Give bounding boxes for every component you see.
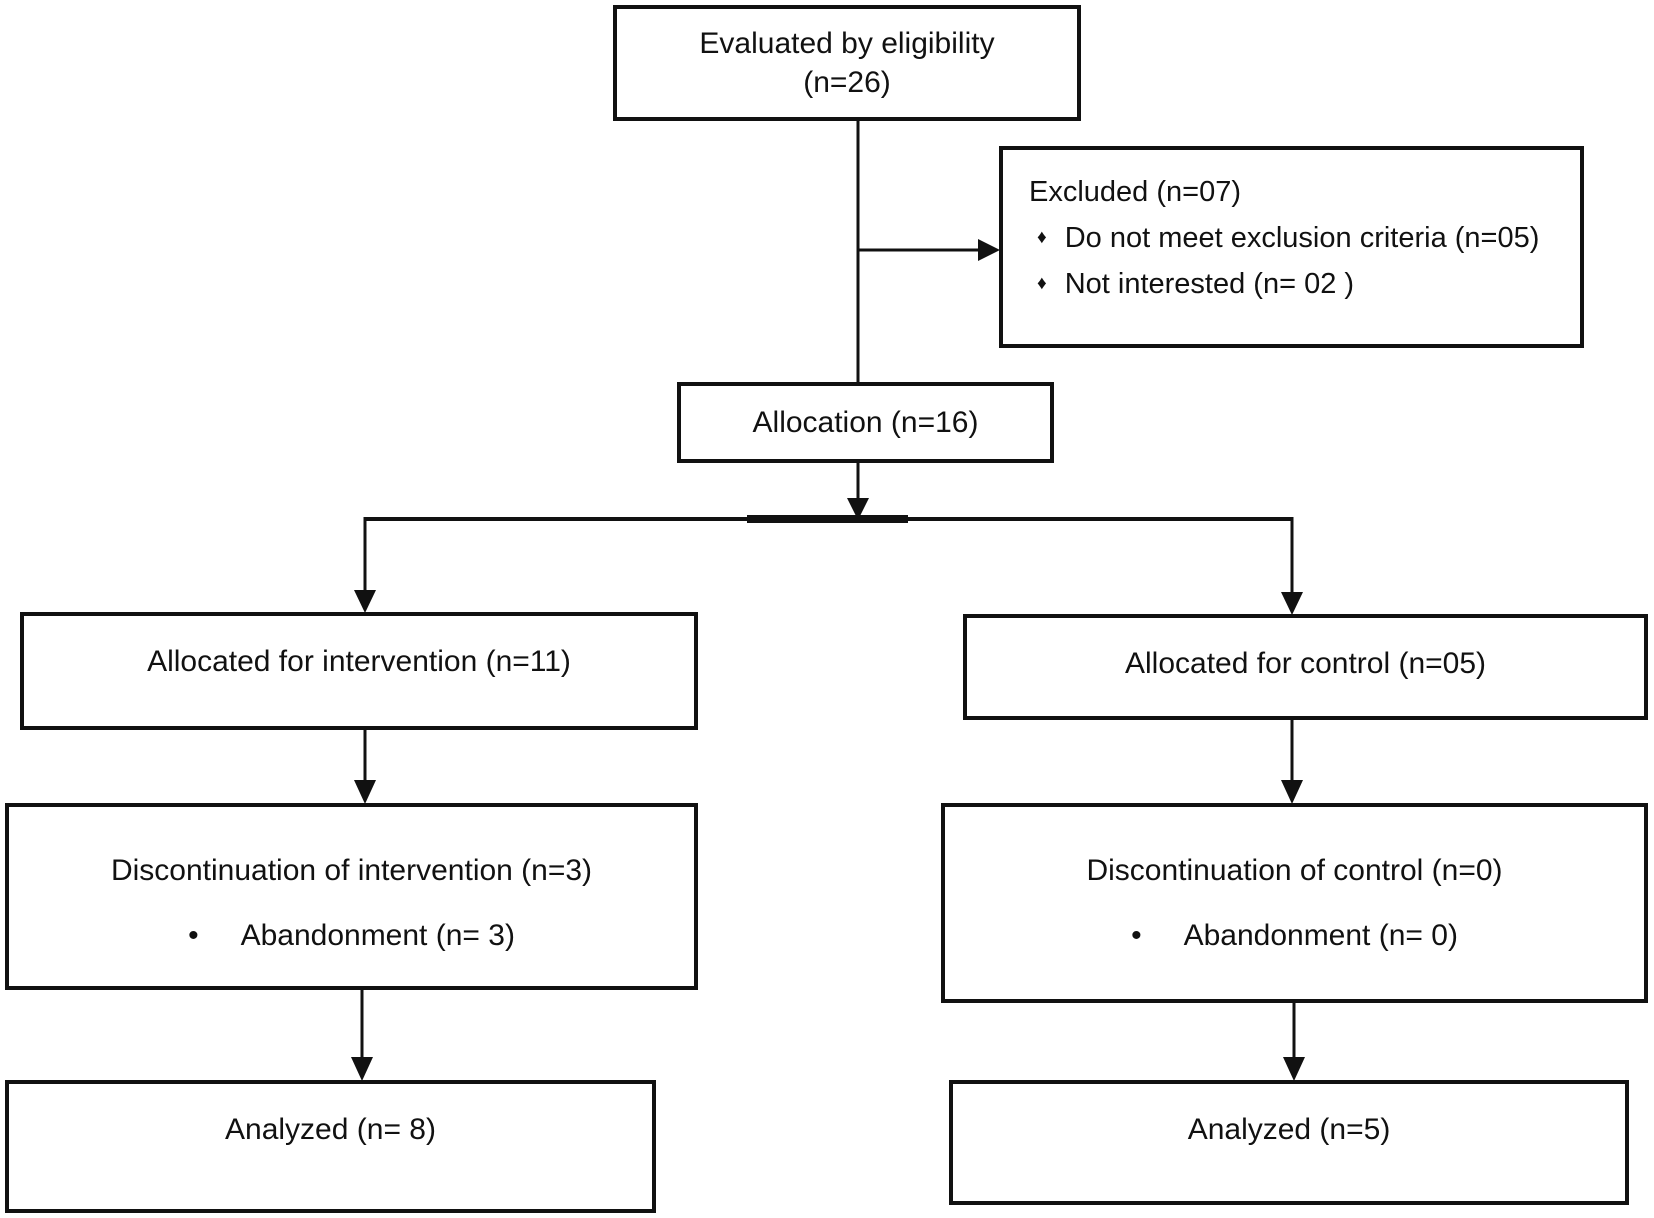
box-analyzed-intervention: Analyzed (n= 8) [5, 1080, 656, 1213]
connector-to-excluded-arrow [858, 239, 1000, 261]
excluded-bullet-1-text: Do not meet exclusion criteria (n=05) [1064, 222, 1540, 254]
box-allocated-control: Allocated for control (n=05) [963, 614, 1648, 720]
excluded-title: Excluded (n=07) [1029, 176, 1241, 208]
allocated-intervention-label: Allocated for intervention (n=11) [147, 645, 571, 678]
diamond-bullet-icon: ♦ [1037, 273, 1047, 294]
allocated-control-label: Allocated for control (n=05) [1124, 647, 1487, 680]
discontinuation-control-bullet-text: Abandonment (n= 0) [1183, 919, 1458, 952]
analyzed-control-label: Analyzed (n=5) [1187, 1113, 1391, 1146]
discontinuation-intervention-title: Discontinuation of intervention (n=3) [110, 854, 593, 887]
connector-alloc-to-disc-control [1281, 720, 1303, 804]
round-bullet-icon: • [188, 919, 199, 952]
excluded-bullet-2-text: Not interested (n= 02 ) [1064, 268, 1355, 300]
box-allocation: Allocation (n=16) [677, 382, 1054, 463]
connector-split-to-alloc-control [1281, 517, 1303, 615]
connector-disc-to-analyzed-control [1283, 1003, 1305, 1081]
diamond-bullet-icon: ♦ [1037, 227, 1047, 248]
connector-split-to-alloc-intervention [354, 517, 376, 613]
round-bullet-icon: • [1131, 919, 1142, 952]
box-discontinuation-control: Discontinuation of control (n=0) • Aband… [941, 803, 1648, 1003]
analyzed-intervention-label: Analyzed (n= 8) [225, 1113, 436, 1146]
connector-alloc-to-disc-intervention [354, 730, 376, 804]
discontinuation-control-title: Discontinuation of control (n=0) [1086, 854, 1503, 887]
box-allocated-intervention: Allocated for intervention (n=11) [20, 612, 698, 730]
box-eligibility: Evaluated by eligibility (n=26) [613, 5, 1081, 121]
box-excluded: Excluded (n=07) ♦ Do not meet exclusion … [999, 146, 1584, 348]
discontinuation-intervention-bullet-text: Abandonment (n= 3) [240, 919, 515, 952]
box-analyzed-control: Analyzed (n=5) [949, 1080, 1629, 1205]
eligibility-line1: Evaluated by eligibility [699, 27, 995, 60]
connector-disc-to-analyzed-intervention [351, 990, 373, 1081]
allocation-label: Allocation (n=16) [752, 406, 979, 439]
connector-allocation-to-split-arrow [847, 463, 869, 520]
excluded-bullet-1: ♦ Do not meet exclusion criteria (n=05) [1029, 218, 1572, 258]
eligibility-count: (n=26) [803, 66, 891, 99]
discontinuation-control-bullet: • Abandonment (n= 0) [945, 916, 1644, 955]
box-discontinuation-intervention: Discontinuation of intervention (n=3) • … [5, 803, 698, 990]
discontinuation-intervention-bullet: • Abandonment (n= 3) [9, 916, 694, 955]
excluded-bullet-2: ♦ Not interested (n= 02 ) [1029, 264, 1572, 304]
